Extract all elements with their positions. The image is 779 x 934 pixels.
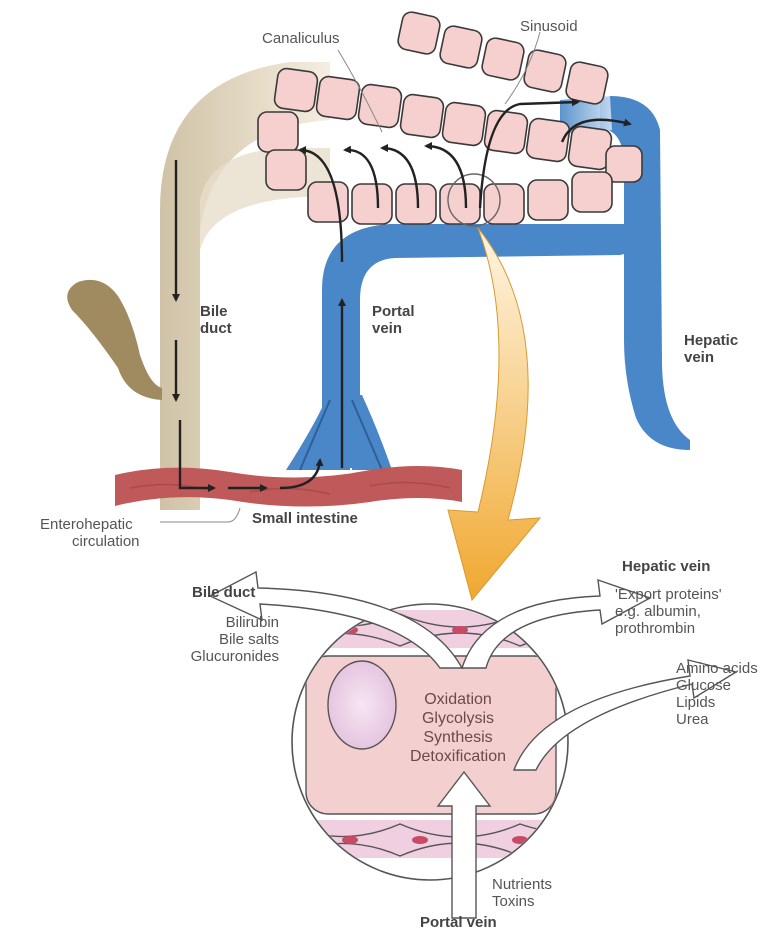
cell-hepatic-item-1: e.g. albumin, [615,603,701,620]
cell-bile-item-1: Bile salts [209,631,279,648]
cell-bile-item-0: Bilirubin [209,614,279,631]
orange-zoom-arrow [448,228,540,600]
label-hepatic-vein-line2: vein [684,349,714,366]
label-enterohepatic-line1: Enterohepatic [40,516,133,533]
cell-metabolite-2: Lipids [676,694,715,711]
label-portal-vein-line1: Portal [372,303,415,320]
process-0: Oxidation [396,690,520,709]
cell-bile-duct-heading: Bile duct [192,584,255,601]
cell-hepatic-item-0: 'Export proteins' [615,586,722,603]
label-bile-duct-line1: Bile [200,303,228,320]
label-bile-duct-line2: duct [200,320,232,337]
cell-metabolite-0: Amino acids [676,660,758,677]
label-canaliculus: Canaliculus [262,30,340,47]
label-small-intestine: Small intestine [252,510,358,527]
cell-bile-item-2: Glucuronides [160,648,279,665]
cell-portal-input-1: Toxins [492,893,535,910]
process-2: Synthesis [396,728,520,747]
label-enterohepatic-line2: circulation [72,533,140,550]
process-3: Detoxification [392,747,524,766]
gallbladder [67,280,162,400]
cell-portal-vein-heading: Portal vein [420,914,497,931]
cell-hepatic-item-2: prothrombin [615,620,695,637]
process-1: Glycolysis [396,709,520,728]
label-sinusoid: Sinusoid [520,18,578,35]
cell-hepatic-vein-heading: Hepatic vein [622,558,710,575]
label-portal-vein-line2: vein [372,320,402,337]
cell-portal-input-0: Nutrients [492,876,552,893]
cell-metabolite-3: Urea [676,711,709,728]
cell-metabolite-1: Glucose [676,677,731,694]
label-hepatic-vein-line1: Hepatic [684,332,738,349]
